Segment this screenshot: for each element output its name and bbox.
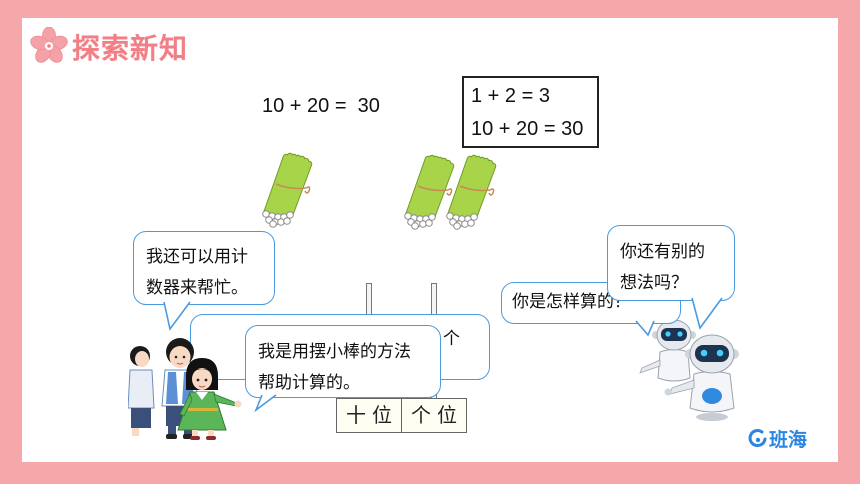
bubble-line: 帮助计算的。 xyxy=(258,373,360,393)
banhai-logo-icon xyxy=(748,429,767,448)
bubble-fragment: 个 xyxy=(443,329,460,349)
bubble-line: 你是怎样算的？ xyxy=(512,292,631,312)
bubble-tail xyxy=(635,320,655,337)
bubble-tail xyxy=(254,394,277,413)
flower-icon xyxy=(30,27,68,63)
place-value-labels: 十位 个位 xyxy=(336,398,467,433)
student-girl xyxy=(177,358,242,440)
equation: 10 + 20 = 30 xyxy=(262,95,380,117)
bubble-line: 想法吗？ xyxy=(620,273,688,293)
bubble-line: 你还有别的 xyxy=(620,242,705,262)
student-far-left xyxy=(128,346,155,436)
logo-text: 班海 xyxy=(769,429,808,451)
answer-line-1: 1 + 2 = 3 xyxy=(471,85,550,107)
robot-back xyxy=(639,319,696,382)
tens-place-label: 十位 xyxy=(346,403,398,427)
stick-group-twenty-left xyxy=(260,152,313,228)
answer-box: 1 + 2 = 3 10 + 20 = 30 xyxy=(462,76,599,148)
bubble-line: 我是用摆小棒的方法 xyxy=(258,342,411,362)
speech-bubble-ask-other: 你还有别的 想法吗？ xyxy=(607,225,735,330)
bubble-line: 数器来帮忙。 xyxy=(146,278,248,298)
stick-bundle-icon xyxy=(404,154,455,230)
bubble-tail xyxy=(691,297,723,330)
stick-bundle-icon xyxy=(262,152,313,228)
bubble-line: 我还可以用计 xyxy=(146,247,248,267)
ones-place-label: 个位 xyxy=(401,399,466,432)
robot-front xyxy=(664,334,739,421)
page-title: 探索新知 xyxy=(72,32,189,65)
answer-line-2: 10 + 20 = 30 xyxy=(471,118,584,140)
students-illustration xyxy=(128,338,242,440)
speech-bubble-counter-hint: 我还可以用计 数器来帮忙。 xyxy=(133,231,275,331)
stick-bundle-icon xyxy=(446,154,497,230)
stick-group-right xyxy=(402,154,497,230)
speech-bubble-sticks-method: 我是用摆小棒的方法 帮助计算的。 xyxy=(245,325,441,413)
bubble-tail xyxy=(163,301,191,331)
robots-illustration xyxy=(639,319,739,421)
